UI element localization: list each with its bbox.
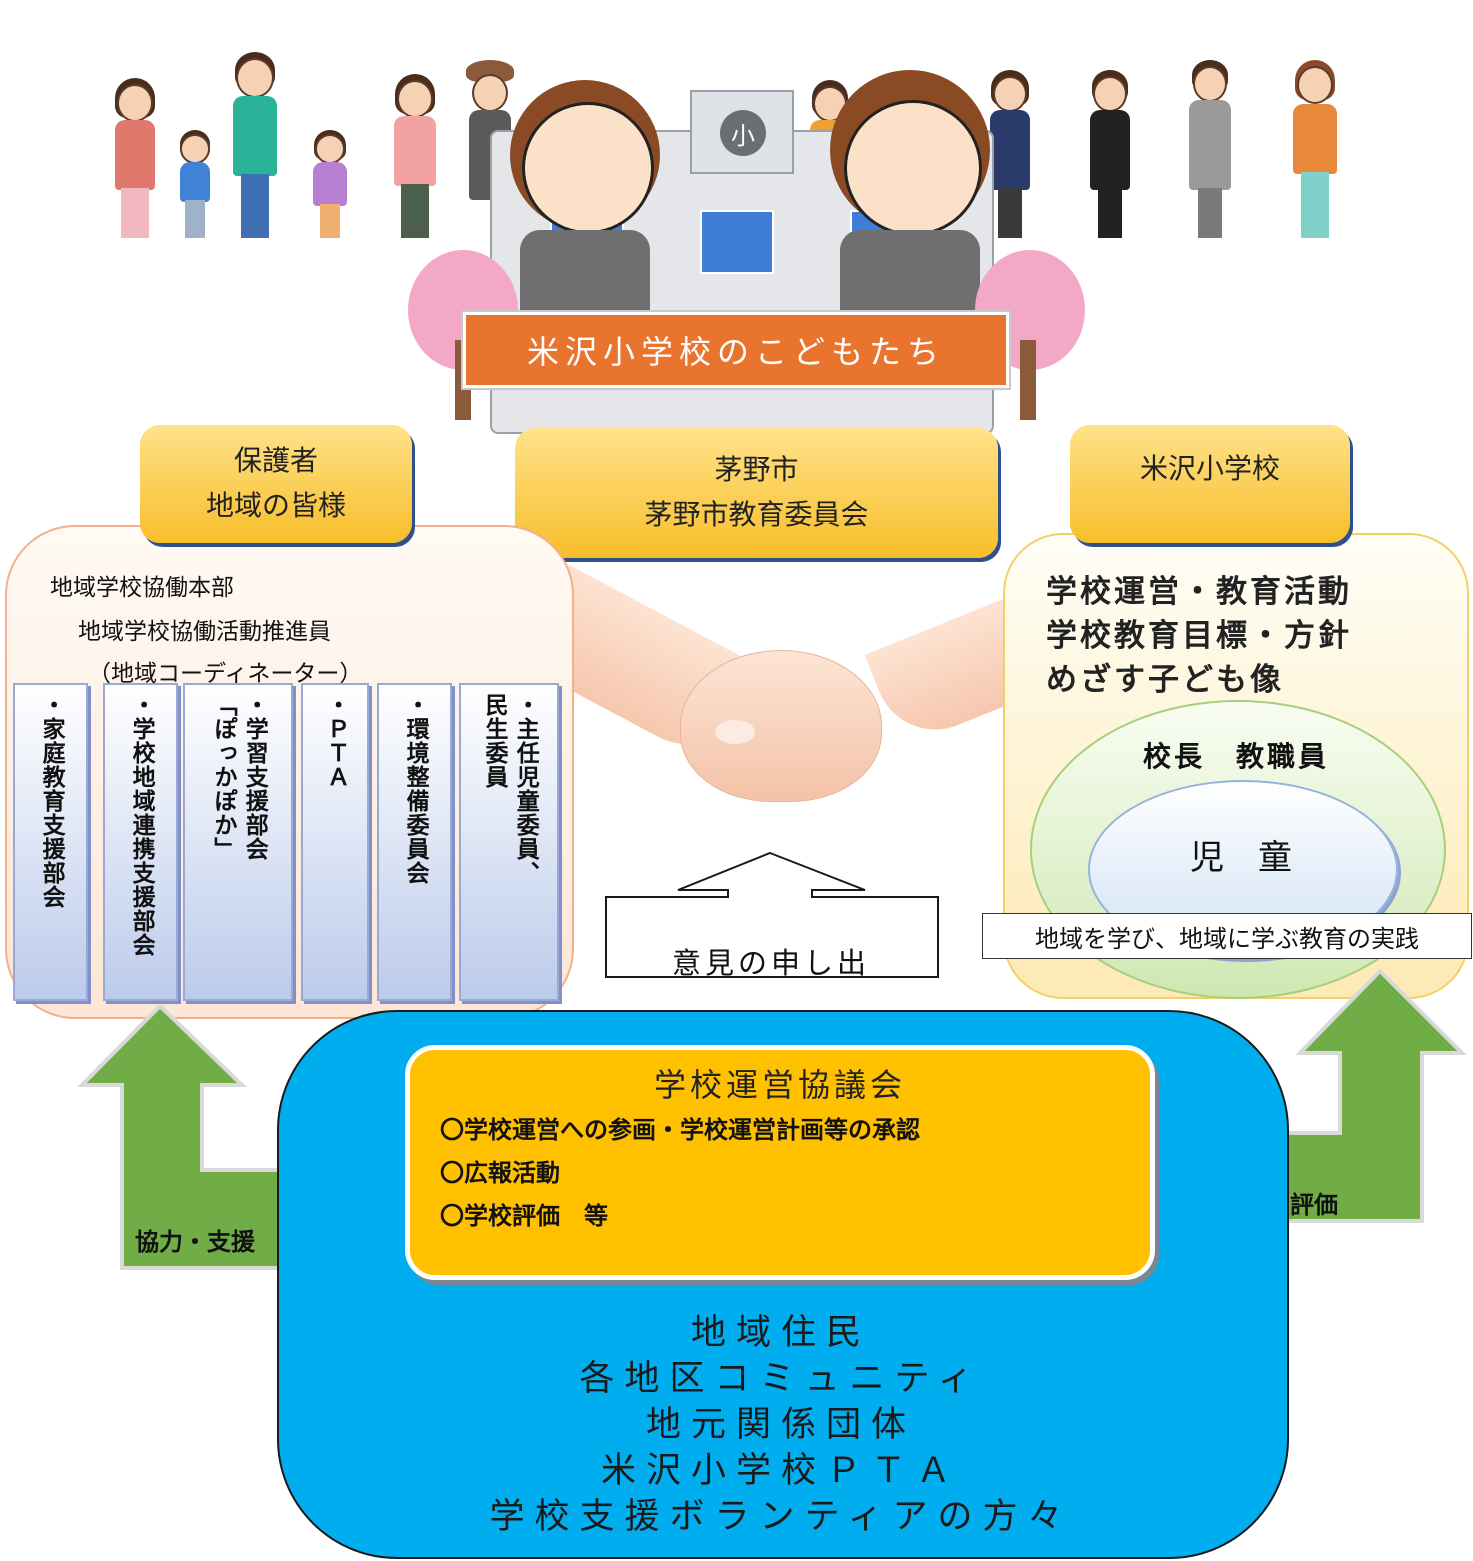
group-label: ・環境整備委員会 [402,693,429,885]
council-item: 〇学校運営への参画・学校運営計画等の承認 [440,1116,920,1144]
group-box: ・主任児童委員、 民生委員 [459,683,559,1001]
group-label: ・学習支援部会 [241,693,268,861]
header-school-front: 米沢小学校 [1070,425,1350,543]
member-line: 地域住民 [690,1313,871,1353]
person-illustration [1280,60,1350,240]
staff-label: 校長 教職員 [1142,740,1329,773]
person-illustration [170,130,220,240]
header-school-line1: 米沢小学校 [1139,452,1280,485]
header-guardians-line2: 地域の皆様 [205,489,346,522]
person-illustration [100,70,170,240]
person-illustration [980,70,1040,240]
member-line: 米沢小学校ＰＴＡ [600,1451,961,1491]
group-box: ・ＰＴＡ [301,683,369,1001]
coordinator-label: （地域コーディネーター） [88,661,363,687]
collaboration-hq-label: 地域学校協働本部 [50,575,234,601]
member-line: 地元関係団体 [645,1405,916,1445]
person-illustration [380,70,450,240]
header-city: 茅野市 茅野市教育委員会 [515,428,998,558]
group-box: ・家庭教育支援部会 [13,683,88,1001]
member-line: 各地区コミュニティ [579,1359,983,1399]
person-illustration [305,130,355,240]
school-emblem-icon: 小 [720,110,766,156]
header-city-line1: 茅野市 [714,453,799,487]
group-box: ・学校地域連携支援部会 [103,683,178,1001]
group-label: ・主任児童委員、 [512,693,539,885]
group-box: ・学習支援部会 「ぽっかぽか」 [183,683,293,1001]
school-line: めざす子ども像 [1046,662,1284,698]
community-people-illustration [80,40,1400,240]
title-banner: 米沢小学校のこどもたち [461,310,1011,390]
group-label: ・ＰＴＡ [322,693,349,789]
council-title: 学校運営協議会 [653,1066,906,1104]
school-council-box [405,1045,1155,1280]
school-line: 学校運営・教育活動 [1046,574,1352,610]
tree-trunk [1020,340,1036,420]
group-label-sub: 民生委員 [481,693,507,789]
group-box: ・環境整備委員会 [377,683,452,1001]
header-guardians-front: 保護者 地域の皆様 [140,425,412,543]
group-label: ・学校地域連携支援部会 [128,693,155,957]
collaboration-promoter-label: 地域学校協働活動推進員 [78,619,331,645]
children-label: 児 童 [1190,838,1292,878]
council-item: 〇広報活動 [440,1159,560,1187]
school-line: 学校教育目標・方針 [1046,618,1352,654]
group-label: ・家庭教育支援部会 [38,693,65,909]
practice-caption: 地域を学び、地域に学ぶ教育の実践 [982,913,1472,959]
header-city-line2: 茅野市教育委員会 [644,498,869,531]
person-illustration [220,50,290,240]
header-guardians-line1: 保護者 [233,444,318,478]
group-label-sub: 「ぽっかぽか」 [210,693,236,861]
opinion-label: 意見の申し出 [671,946,870,980]
member-line: 学校支援ボランティアの方々 [489,1497,1073,1537]
support-label: 協力・支援 [135,1228,255,1256]
person-illustration [1080,70,1140,240]
opinion-arrow [605,851,939,978]
council-item: 〇学校評価 等 [440,1202,608,1230]
person-illustration [1180,60,1240,240]
